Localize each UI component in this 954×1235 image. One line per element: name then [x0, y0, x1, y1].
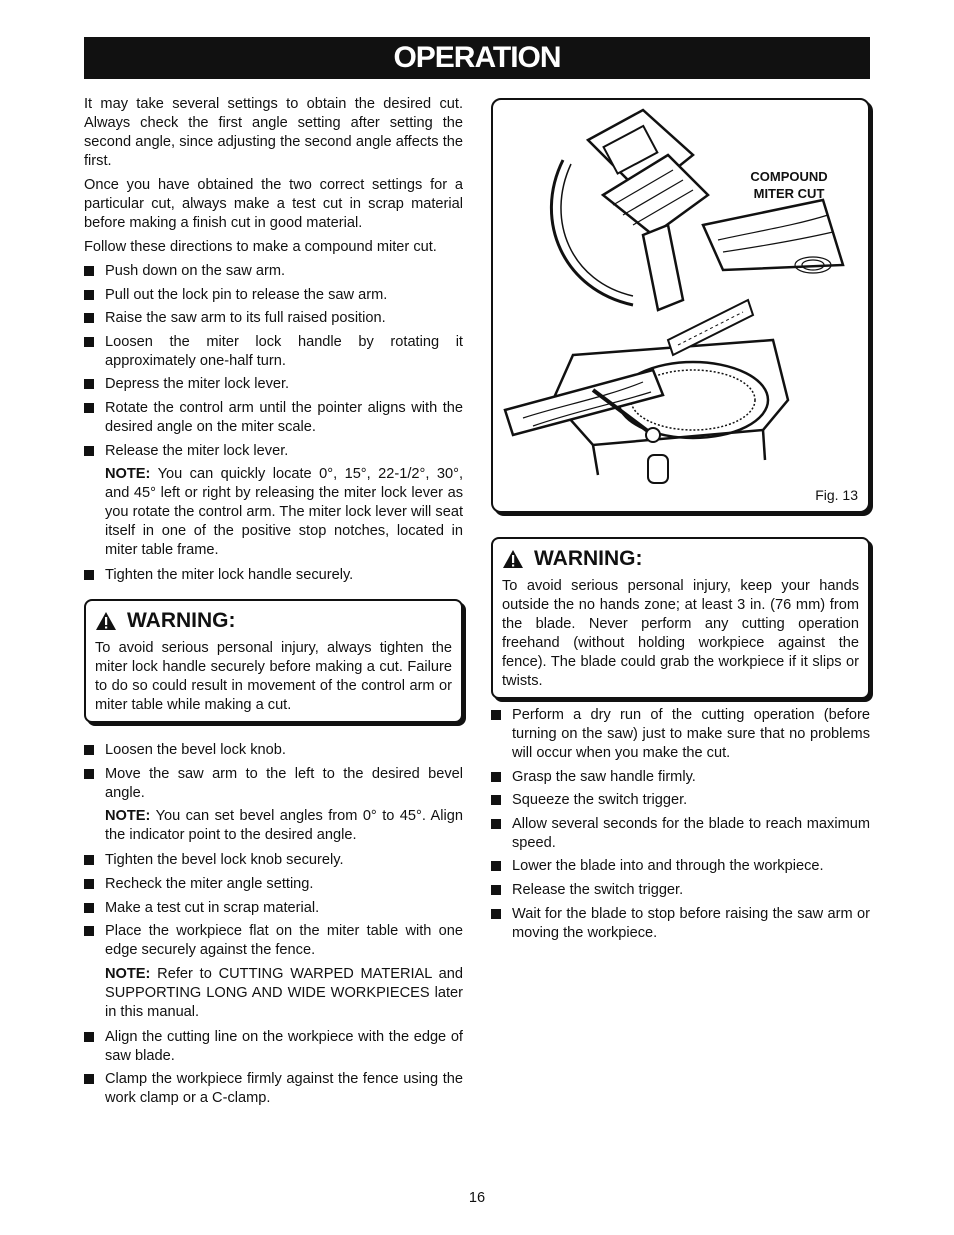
list-item: Allow several seconds for the blade to r… — [491, 815, 870, 853]
list-item: Move the saw arm to the left to the desi… — [84, 765, 463, 803]
list-item: Grasp the saw handle firmly. — [491, 768, 870, 787]
list-item: Push down on the saw arm. — [84, 262, 463, 281]
list-item: Perform a dry run of the cutting operati… — [491, 706, 870, 763]
figure-caption: COMPOUND MITER CUT — [750, 169, 828, 201]
list-item: Loosen the miter lock handle by rotating… — [84, 333, 463, 371]
test-cut-paragraph: Once you have obtained the two correct s… — [84, 177, 463, 231]
bullet-square-icon — [491, 771, 501, 782]
list-item: Wait for the blade to stop before raisin… — [491, 905, 870, 943]
section-header: OPERATION — [84, 37, 870, 79]
cut-prep-list: Tighten the bevel lock knob securely. Re… — [84, 851, 463, 960]
bullet-square-icon — [84, 878, 94, 889]
bullet-square-icon — [491, 795, 501, 806]
right-column: Perform a dry run of the cutting operati… — [491, 706, 870, 947]
note-bevel-angles: NOTE: You can set bevel angles from 0° t… — [105, 808, 463, 844]
figure-13-box: COMPOUND MITER CUT Fig. 13 — [491, 98, 870, 513]
list-item: Release the miter lock lever. — [84, 442, 463, 461]
note-warped-material: NOTE: Refer to CUTTING WARPED MATERIAL a… — [105, 965, 463, 1020]
bevel-steps-list: Loosen the bevel lock knob. Move the saw… — [84, 741, 463, 803]
bullet-square-icon — [491, 710, 501, 720]
miter-steps-list: Push down on the saw arm. Pull out the l… — [84, 262, 463, 461]
list-item: Release the switch trigger. — [491, 881, 870, 900]
warning-triangle-icon — [96, 612, 116, 631]
warning-box-hands-zone: WARNING: To avoid serious personal injur… — [491, 537, 870, 699]
list-item: Squeeze the switch trigger. — [491, 791, 870, 810]
list-item: Loosen the bevel lock knob. — [84, 741, 463, 760]
left-column: It may take several settings to obtain t… — [84, 95, 463, 1113]
list-item: Clamp the workpiece firmly against the f… — [84, 1070, 463, 1108]
bullet-square-icon — [491, 818, 501, 829]
list-item: Tighten the bevel lock knob securely. — [84, 851, 463, 870]
list-item: Tighten the miter lock handle securely. — [84, 566, 463, 585]
miter-tighten-list: Tighten the miter lock handle securely. — [84, 566, 463, 585]
warning-heading: WARNING: — [95, 609, 452, 633]
bullet-square-icon — [84, 445, 94, 456]
list-item: Align the cutting line on the workpiece … — [84, 1028, 463, 1066]
bullet-square-icon — [84, 745, 94, 756]
bullet-square-icon — [491, 908, 501, 919]
bullet-square-icon — [491, 884, 501, 895]
miter-saw-illustration — [503, 108, 845, 484]
bullet-square-icon — [84, 902, 94, 913]
bullet-square-icon — [84, 768, 94, 779]
directions-paragraph: Follow these directions to make a compou… — [84, 239, 437, 255]
clamp-steps-list: Align the cutting line on the workpiece … — [84, 1028, 463, 1109]
list-item: Lower the blade into and through the wor… — [491, 857, 870, 876]
list-item: Place the workpiece flat on the miter ta… — [84, 922, 463, 960]
bullet-square-icon — [84, 1074, 94, 1085]
bullet-square-icon — [84, 336, 94, 347]
bullet-square-icon — [84, 1031, 94, 1042]
warning-box-miter-lock: WARNING: To avoid serious personal injur… — [84, 599, 463, 724]
bullet-square-icon — [84, 266, 94, 276]
bullet-square-icon — [84, 570, 94, 581]
bullet-square-icon — [84, 313, 94, 324]
warning-triangle-icon — [503, 550, 523, 568]
bullet-square-icon — [84, 855, 94, 866]
bullet-square-icon — [84, 289, 94, 300]
warning-heading: WARNING: — [502, 547, 859, 571]
list-item: Make a test cut in scrap material. — [84, 899, 463, 918]
note-miter-stops: NOTE: You can quickly locate 0°, 15°, 22… — [105, 466, 463, 559]
bullet-square-icon — [84, 402, 94, 413]
figure-label: Fig. 13 — [815, 487, 858, 503]
bullet-square-icon — [84, 926, 94, 937]
list-item: Pull out the lock pin to release the saw… — [84, 286, 463, 305]
bullet-square-icon — [84, 379, 94, 390]
list-item: Depress the miter lock lever. — [84, 375, 463, 394]
intro-paragraph: It may take several settings to obtain t… — [84, 96, 463, 169]
list-item: Recheck the miter angle setting. — [84, 875, 463, 894]
warning-text: To avoid serious personal injury, always… — [95, 640, 452, 714]
list-item: Rotate the control arm until the pointer… — [84, 399, 463, 437]
warning-text: To avoid serious personal injury, keep y… — [502, 578, 859, 689]
bullet-square-icon — [491, 861, 501, 872]
page-title: OPERATION — [393, 41, 561, 74]
page-number: 16 — [468, 1190, 486, 1206]
cutting-steps-list: Perform a dry run of the cutting operati… — [491, 706, 870, 943]
list-item: Raise the saw arm to its full raised pos… — [84, 309, 463, 328]
